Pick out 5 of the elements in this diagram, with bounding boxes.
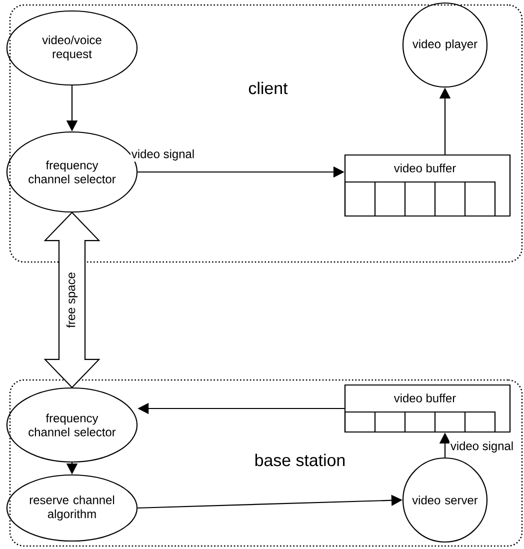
buffer-box: video buffer: [344, 384, 511, 433]
edge-label: video signal: [130, 148, 196, 162]
edge-label: free space: [65, 271, 79, 329]
edge-label: video signal: [449, 440, 515, 454]
buffer-box: video buffer: [344, 154, 511, 217]
